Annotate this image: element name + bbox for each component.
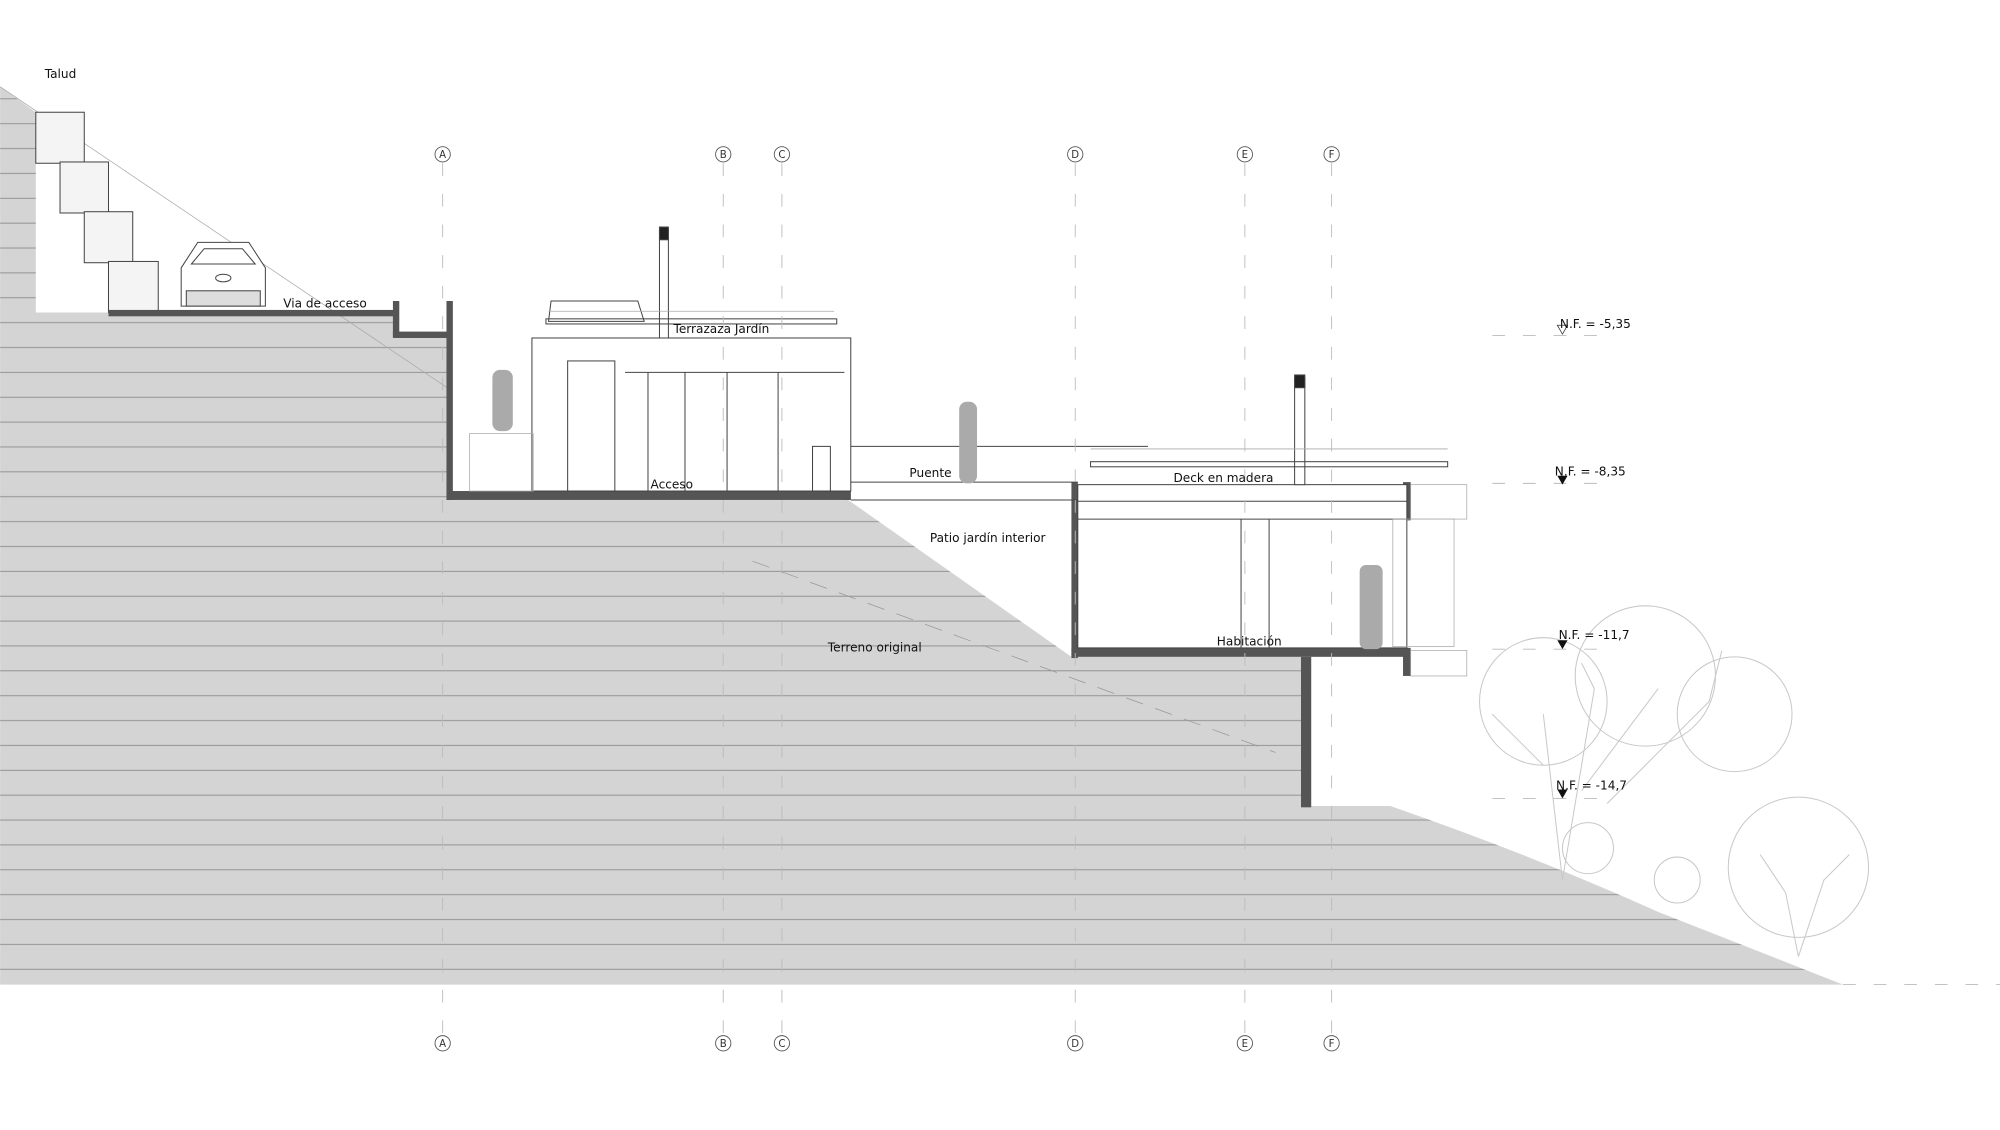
terreno-label: Terreno original: [827, 641, 922, 655]
original-terrain-line: [752, 560, 1276, 753]
lower-pavilion: [1077, 374, 1468, 677]
axis-label-top: F: [1329, 150, 1335, 161]
level-label: N.F. = -5,35: [1560, 317, 1631, 331]
deck-label: Deck en madera: [1173, 471, 1273, 485]
terrain: [0, 86, 1844, 985]
habitacion-label: Habitación: [1217, 634, 1282, 648]
axis-label-top: D: [1071, 150, 1079, 161]
person-silhouette: [1359, 565, 1383, 650]
terraza-label: Terrazaza Jardín: [672, 322, 769, 336]
axis-label-top: E: [1242, 150, 1248, 161]
level-label: N.F. = -11,7: [1559, 628, 1630, 642]
axis-label-bottom: F: [1329, 1039, 1335, 1050]
via-label: Via de acceso: [283, 296, 367, 310]
axis-label-bottom: B: [720, 1039, 727, 1050]
trees: [1479, 605, 1870, 957]
grid-axes: A B C D E F A B C D E F: [434, 146, 1340, 1052]
talud-blocks: [35, 111, 159, 313]
axis-label-top: A: [439, 150, 446, 161]
talud-label: Talud: [44, 67, 77, 81]
puente-label: Puente: [909, 466, 951, 480]
axis-label-top: B: [720, 150, 727, 161]
upper-pavilion: [469, 226, 852, 492]
level-label: N.F. = -8,35: [1555, 465, 1626, 479]
axis-label-bottom: A: [439, 1039, 446, 1050]
axis-label-bottom: C: [778, 1039, 785, 1050]
acceso-label: Acceso: [651, 477, 694, 491]
level-label: N.F. = -14,7: [1556, 778, 1627, 792]
axis-label-bottom: E: [1242, 1039, 1248, 1050]
axis-label-top: C: [778, 150, 785, 161]
axis-label-bottom: D: [1071, 1039, 1079, 1050]
person-silhouette: [959, 401, 978, 484]
patio-label: Patio jardín interior: [930, 531, 1046, 545]
level-markers: N.F. = -5,35 N.F. = -8,35 N.F. = -11,7 N…: [1492, 317, 1631, 799]
car-icon: [180, 241, 266, 307]
person-silhouette: [492, 369, 513, 432]
